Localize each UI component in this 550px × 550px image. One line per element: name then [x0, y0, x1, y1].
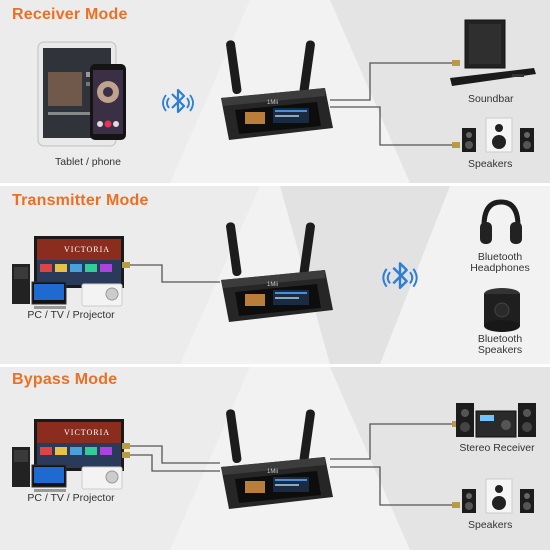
bypass-mode-title: Bypass Mode	[12, 371, 118, 388]
bypass-mode-panel: Bypass Mode VICTORIA PC / TV / Projector	[0, 367, 550, 550]
soundbar-illustration	[450, 19, 536, 86]
speakers-illustration	[462, 117, 534, 153]
output-bottom-caption-line1: Bluetooth	[477, 333, 523, 345]
svg-text:VICTORIA: VICTORIA	[64, 245, 110, 254]
receiver-mode-title: Receiver Mode	[12, 6, 128, 23]
panel-divider	[0, 183, 550, 186]
output-cables	[330, 60, 460, 148]
source-caption: Tablet / phone	[55, 156, 121, 168]
receiver-mode-panel: Receiver Mode Tablet / phone 1Mi	[0, 0, 550, 183]
source-caption: PC / TV / Projector	[27, 492, 115, 504]
output-top-caption: Soundbar	[468, 93, 514, 105]
output-bottom-caption-line2: Speakers	[477, 344, 523, 356]
bluetooth-adapter-device: 1Mii	[221, 409, 333, 509]
pc-tv-projector-illustration: VICTORIA	[12, 419, 124, 492]
svg-text:1Mii: 1Mii	[267, 282, 278, 288]
bluetooth-adapter-device: 1Mii	[221, 222, 333, 322]
output-cables	[330, 421, 460, 508]
output-bottom-caption: Speakers	[468, 158, 513, 170]
source-caption: PC / TV / Projector	[27, 309, 115, 321]
transmitter-mode-panel: Transmitter Mode VICTORIA PC / TV / Proj…	[0, 186, 550, 364]
output-bottom-caption: Speakers	[468, 519, 513, 531]
output-top-caption-line2: Headphones	[470, 262, 530, 274]
output-top-caption-line1: Bluetooth	[477, 251, 523, 263]
pc-tv-projector-illustration: VICTORIA	[12, 236, 124, 309]
bluetooth-speaker-icon	[484, 288, 520, 332]
svg-text:1Mii: 1Mii	[267, 469, 278, 475]
input-cable	[122, 262, 220, 283]
transmitter-mode-title: Transmitter Mode	[12, 192, 149, 209]
tablet-phone-illustration	[37, 41, 126, 147]
bluetooth-icon	[162, 88, 194, 114]
input-cables	[122, 443, 220, 472]
stereo-receiver-illustration	[456, 403, 536, 438]
bluetooth-adapter-device: 1Mii	[221, 40, 333, 140]
svg-text:VICTORIA: VICTORIA	[64, 428, 110, 437]
headphones-icon	[480, 199, 522, 244]
bluetooth-icon	[382, 262, 418, 290]
panel-divider	[0, 364, 550, 367]
svg-text:1Mii: 1Mii	[267, 100, 278, 106]
speakers-illustration	[462, 478, 534, 514]
output-top-caption: Stereo Receiver	[459, 442, 535, 454]
